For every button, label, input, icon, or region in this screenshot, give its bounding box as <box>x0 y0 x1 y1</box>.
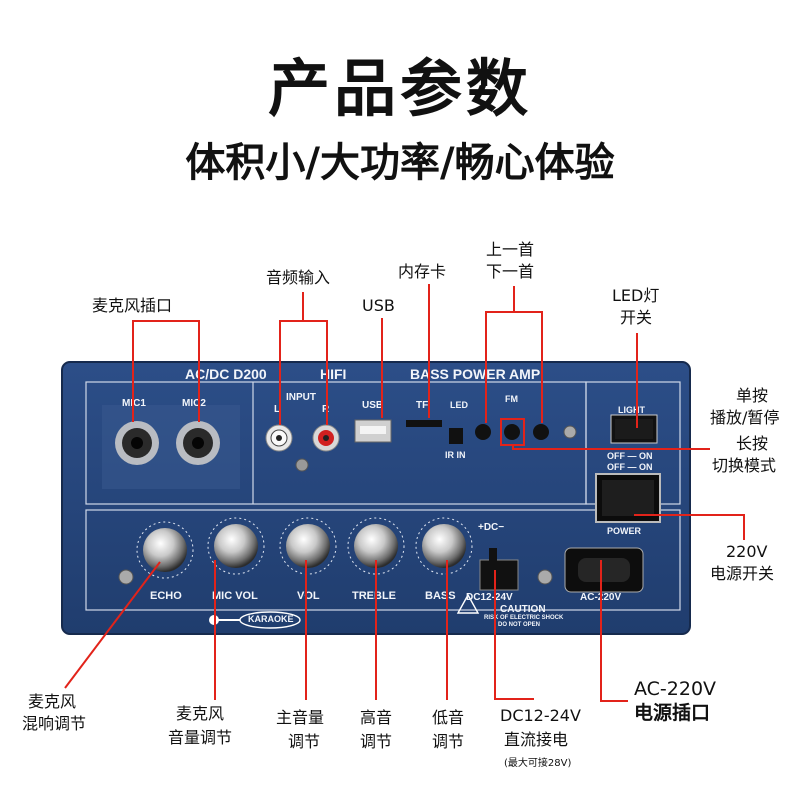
treble-knob <box>347 517 405 575</box>
callout-vol-2: 调节 <box>288 732 321 751</box>
treble-label: TREBLE <box>352 590 396 602</box>
usb-label: USB <box>362 400 384 411</box>
dc-sign-label: +DC− <box>478 522 505 533</box>
prev-button <box>475 424 491 440</box>
callout-micvol-2: 音量调节 <box>168 728 233 747</box>
power-label: POWER <box>607 526 642 536</box>
mic-vol-label: MIC VOL <box>212 590 258 602</box>
page-title: 产品参数 <box>267 52 532 125</box>
rca-right-jack <box>312 424 340 452</box>
echo-knob <box>136 521 194 579</box>
callout-next: 下一首 <box>486 262 535 281</box>
callout-prev: 上一首 <box>486 240 535 259</box>
vol-knob <box>279 517 337 575</box>
mic2-label: MIC2 <box>182 398 206 409</box>
tf-label: TF <box>416 400 429 411</box>
callout-dc-1: DC12-24V <box>500 706 581 725</box>
off-on-label-1: OFF — ON <box>607 451 653 461</box>
callout-treble-2: 调节 <box>360 732 393 751</box>
page-subtitle: 体积小/大功率/畅心体验 <box>185 140 615 186</box>
fm-button <box>504 424 520 440</box>
callout-dc-2: 直流接电 <box>504 730 569 749</box>
callout-led-1: LED灯 <box>612 286 660 305</box>
dc-range-label: DC12-24V <box>466 592 513 603</box>
callout-bass-2: 调节 <box>432 732 465 751</box>
mic-vol-knob <box>207 517 265 575</box>
led-label: LED <box>450 400 468 410</box>
mic1-jack <box>115 421 159 465</box>
caution-sub1: RISK OF ELECTRIC SHOCK <box>484 615 564 621</box>
vol-label: VOL <box>297 590 320 602</box>
panel-hifi-label: HIFI <box>320 366 347 382</box>
panel-lower-frame <box>85 509 681 611</box>
callout-usb: USB <box>362 296 395 315</box>
callout-fm-3: 长按 <box>736 434 769 453</box>
callout-dc-3: (最大可接28V) <box>504 758 572 769</box>
input-r-label: R <box>322 404 329 415</box>
panel-bass-label: BASS POWER AMP <box>410 366 541 382</box>
karaoke-label: KARAOKE <box>248 614 294 624</box>
callout-power-1: 220V <box>726 542 768 561</box>
callout-micvol-1: 麦克风 <box>176 704 225 723</box>
dc-connector <box>479 559 519 591</box>
callout-audio-input: 音频输入 <box>266 268 331 287</box>
mic2-jack <box>176 421 220 465</box>
callout-echo-1: 麦克风 <box>28 692 77 711</box>
input-l-label: L <box>274 404 281 415</box>
next-button <box>533 424 549 440</box>
callout-fm-4: 切换模式 <box>712 456 777 475</box>
bass-knob <box>415 517 473 575</box>
callout-mic-jack: 麦克风插口 <box>92 296 173 315</box>
echo-label: ECHO <box>150 590 182 602</box>
rca-left-jack <box>265 424 293 452</box>
caution-sub2: DO NOT OPEN <box>498 622 541 628</box>
callout-echo-2: 混响调节 <box>22 714 87 733</box>
panel-model-label: AC/DC D200 <box>185 366 267 382</box>
off-on-label-2: OFF — ON <box>607 462 653 472</box>
callout-bass-1: 低音 <box>432 708 465 727</box>
callout-vol-1: 主音量 <box>276 708 325 727</box>
callout-memory-card: 内存卡 <box>398 262 447 281</box>
callout-ac-2: 电源插口 <box>634 702 711 724</box>
light-label: LIGHT <box>618 405 645 415</box>
callout-treble-1: 高音 <box>360 708 393 727</box>
bass-label: BASS <box>425 590 456 602</box>
fm-label: FM <box>505 394 518 404</box>
input-label: INPUT <box>286 392 316 403</box>
callout-fm-2: 播放/暂停 <box>710 408 780 427</box>
ir-sensor <box>449 428 463 444</box>
ir-in-label: IR IN <box>445 450 466 460</box>
callout-ac-1: AC-220V <box>634 678 717 700</box>
callout-led-2: 开关 <box>620 308 653 327</box>
callout-fm-1: 单按 <box>736 386 769 405</box>
caution-icon <box>456 593 480 614</box>
caution-label: CAUTION <box>500 604 546 615</box>
callout-power-2: 电源开关 <box>710 564 775 583</box>
tf-slot <box>406 420 442 427</box>
